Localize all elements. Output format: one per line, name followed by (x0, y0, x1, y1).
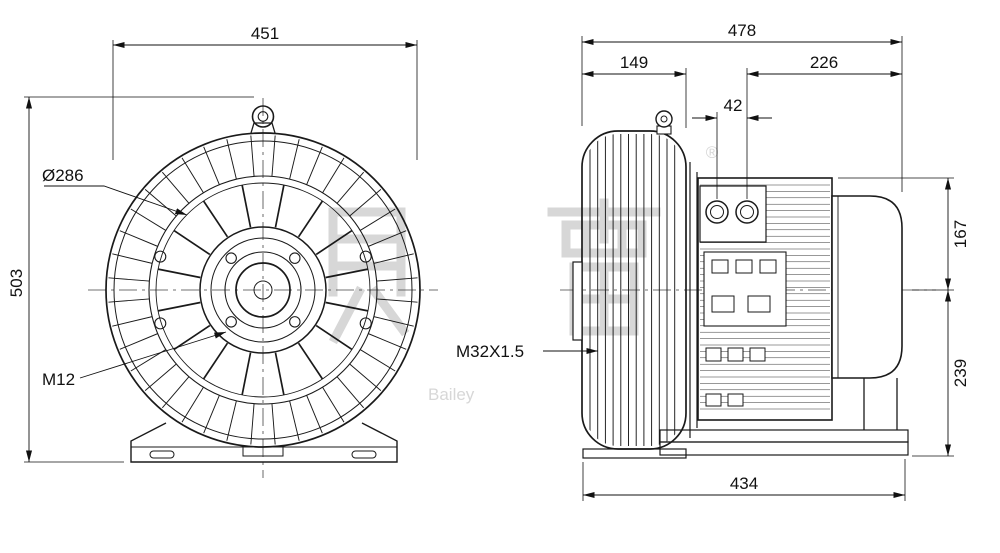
dim-housing-depth: 149 (582, 53, 687, 128)
hub-circle (210, 237, 316, 343)
spoke-ring-inner-circle (199, 226, 327, 354)
label-cable-gland-thread: M32X1.5 (456, 342, 598, 361)
side-base (582, 378, 909, 459)
base-slot-left (149, 450, 175, 459)
side-housing-fins (589, 134, 676, 446)
side-view (560, 110, 936, 459)
dim-housing-depth-value: 149 (620, 53, 648, 72)
dim-gland-spacing: 42 (692, 96, 772, 199)
watermark-latin-text: Bailey (428, 385, 475, 404)
spoke-ring-outer-circle (155, 182, 371, 398)
front-view (88, 98, 438, 478)
terminal-detail-panels (703, 251, 787, 407)
impeller-spokes (157, 184, 369, 396)
watermark-cjk-char-bei (328, 207, 410, 345)
dim-above-axis-value: 167 (951, 220, 970, 248)
dim-front-height-value: 503 (7, 269, 26, 297)
dim-front-width: 451 (112, 24, 418, 160)
housing-rim-circle (113, 140, 413, 440)
dim-motor-section: 226 (746, 53, 902, 199)
cable-gland-right (735, 200, 759, 224)
side-lifting-eye (655, 110, 673, 135)
dim-gland-spacing-value: 42 (724, 96, 743, 115)
cable-gland-left (705, 200, 729, 224)
dim-below-axis: 239 (912, 290, 970, 457)
base-slot-right (351, 450, 377, 459)
dim-base-length-value: 434 (730, 474, 758, 493)
shaft-circle (253, 280, 273, 300)
label-thread-m12-value: M12 (42, 370, 75, 389)
mounting-base (130, 422, 398, 463)
dim-front-width-value: 451 (251, 24, 279, 43)
base-rail-lower (659, 441, 909, 456)
label-cable-gland-thread-value: M32X1.5 (456, 342, 524, 361)
watermark-registered-mark: ® (706, 143, 719, 162)
dim-above-axis: 167 (838, 177, 970, 291)
dimensions: 451 503 Ø286 M12 478 149 (7, 21, 970, 501)
dim-motor-section-value: 226 (810, 53, 838, 72)
motor-end-cowl (831, 195, 903, 379)
dim-side-total-width-value: 478 (728, 21, 756, 40)
center-bore-circle (235, 262, 291, 318)
label-diameter-value: Ø286 (42, 166, 84, 185)
dim-base-length: 434 (582, 459, 906, 501)
boss-circle (224, 251, 302, 329)
housing-foot (582, 448, 687, 459)
dim-below-axis-value: 239 (951, 359, 970, 387)
dim-front-height: 503 (7, 96, 254, 463)
lifting-eye (250, 105, 276, 134)
cooling-fins (108, 135, 418, 445)
dim-side-total-width: 478 (581, 21, 903, 192)
fin-ring-inner-circle (148, 175, 378, 405)
bolt-circles (154, 250, 372, 330)
label-diameter: Ø286 (42, 166, 188, 216)
label-thread-m12: M12 (42, 331, 227, 389)
inlet-flange (572, 261, 583, 341)
watermark-cjk-char-lei (547, 198, 661, 336)
base-rail-upper (659, 429, 909, 443)
watermark: ® Bailey (328, 143, 719, 404)
